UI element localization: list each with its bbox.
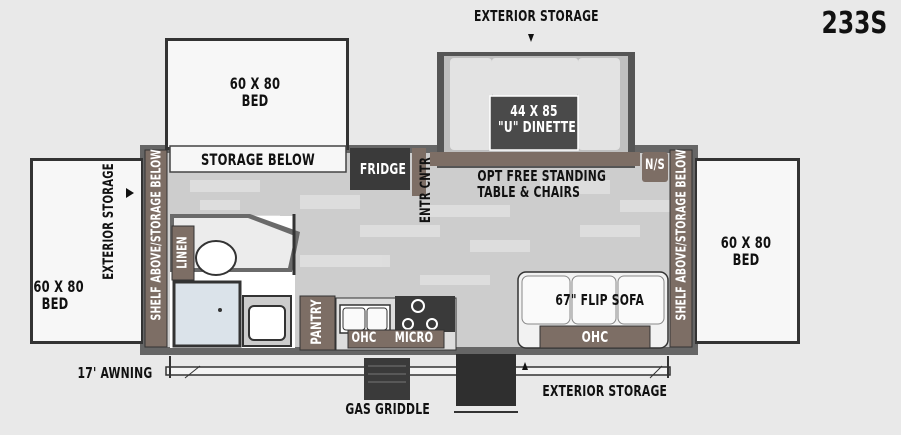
sofa-ohc-box xyxy=(539,325,651,349)
dinette-bench-right xyxy=(578,58,620,150)
dinette-bench-back xyxy=(492,58,578,96)
ns-box xyxy=(642,152,668,182)
stove xyxy=(395,296,455,332)
left-bed xyxy=(33,161,141,341)
top-bed xyxy=(168,41,346,147)
opt-table-label: OPT FREE STANDING TABLE & CHAIRS xyxy=(477,167,607,201)
flip-sofa-label: 67" FLIP SOFA xyxy=(555,291,645,309)
dinette-table xyxy=(489,95,579,151)
ohc-kitchen-label: OHC xyxy=(351,330,377,346)
awning-label: 17' AWNING xyxy=(77,364,153,382)
gas-griddle-box xyxy=(364,358,410,400)
exterior-storage-top-label: EXTERIOR STORAGE xyxy=(474,7,599,25)
exterior-storage-left-label: EXTERIOR STORAGE xyxy=(101,163,117,280)
entr-cntr-box xyxy=(412,148,426,196)
fridge-label: FRIDGE xyxy=(359,160,407,178)
right-bed-label: 60 X 80 BED xyxy=(720,233,772,269)
dinette-floor-strip xyxy=(430,152,640,166)
storage-below-box xyxy=(169,145,347,173)
exterior-storage-bottom-label: EXTERIOR STORAGE xyxy=(542,382,668,400)
ohc-sofa-label: OHC xyxy=(581,328,609,346)
bath-sink xyxy=(248,305,286,341)
fridge-box xyxy=(350,148,410,190)
ns-label: N/S xyxy=(644,157,666,173)
left-bed-label: 60 X 80 BED xyxy=(33,277,84,313)
linen-box xyxy=(171,225,195,281)
ohc-micro-box xyxy=(347,329,445,349)
exterior-storage-bottom-box xyxy=(456,354,516,406)
gas-griddle-label: GAS GRIDDLE xyxy=(345,400,430,418)
shelf-left-label: SHELF ABOVE/STORAGE BELOW xyxy=(149,149,165,321)
linen-label: LINEN xyxy=(175,236,191,269)
pantry-box xyxy=(299,295,336,351)
pantry-label: PANTRY xyxy=(309,299,325,345)
toilet xyxy=(195,240,237,276)
awning-bar xyxy=(165,366,671,376)
right-bed xyxy=(697,161,797,341)
dinette-bench-left xyxy=(450,58,492,150)
right-shelf xyxy=(669,149,693,348)
storage-below-label: STORAGE BELOW xyxy=(201,150,315,169)
shower xyxy=(172,280,242,348)
micro-label: MICRO xyxy=(394,330,434,346)
entr-cntr-label: ENTR CNTR xyxy=(418,157,434,223)
left-shelf xyxy=(144,149,168,348)
model-number: 233S xyxy=(821,6,887,41)
dinette-label: 44 X 85 "U" DINETTE xyxy=(498,102,576,136)
shelf-right-label: SHELF ABOVE/STORAGE BELOW xyxy=(674,149,690,321)
top-bed-label: 60 X 80 BED xyxy=(229,74,281,110)
